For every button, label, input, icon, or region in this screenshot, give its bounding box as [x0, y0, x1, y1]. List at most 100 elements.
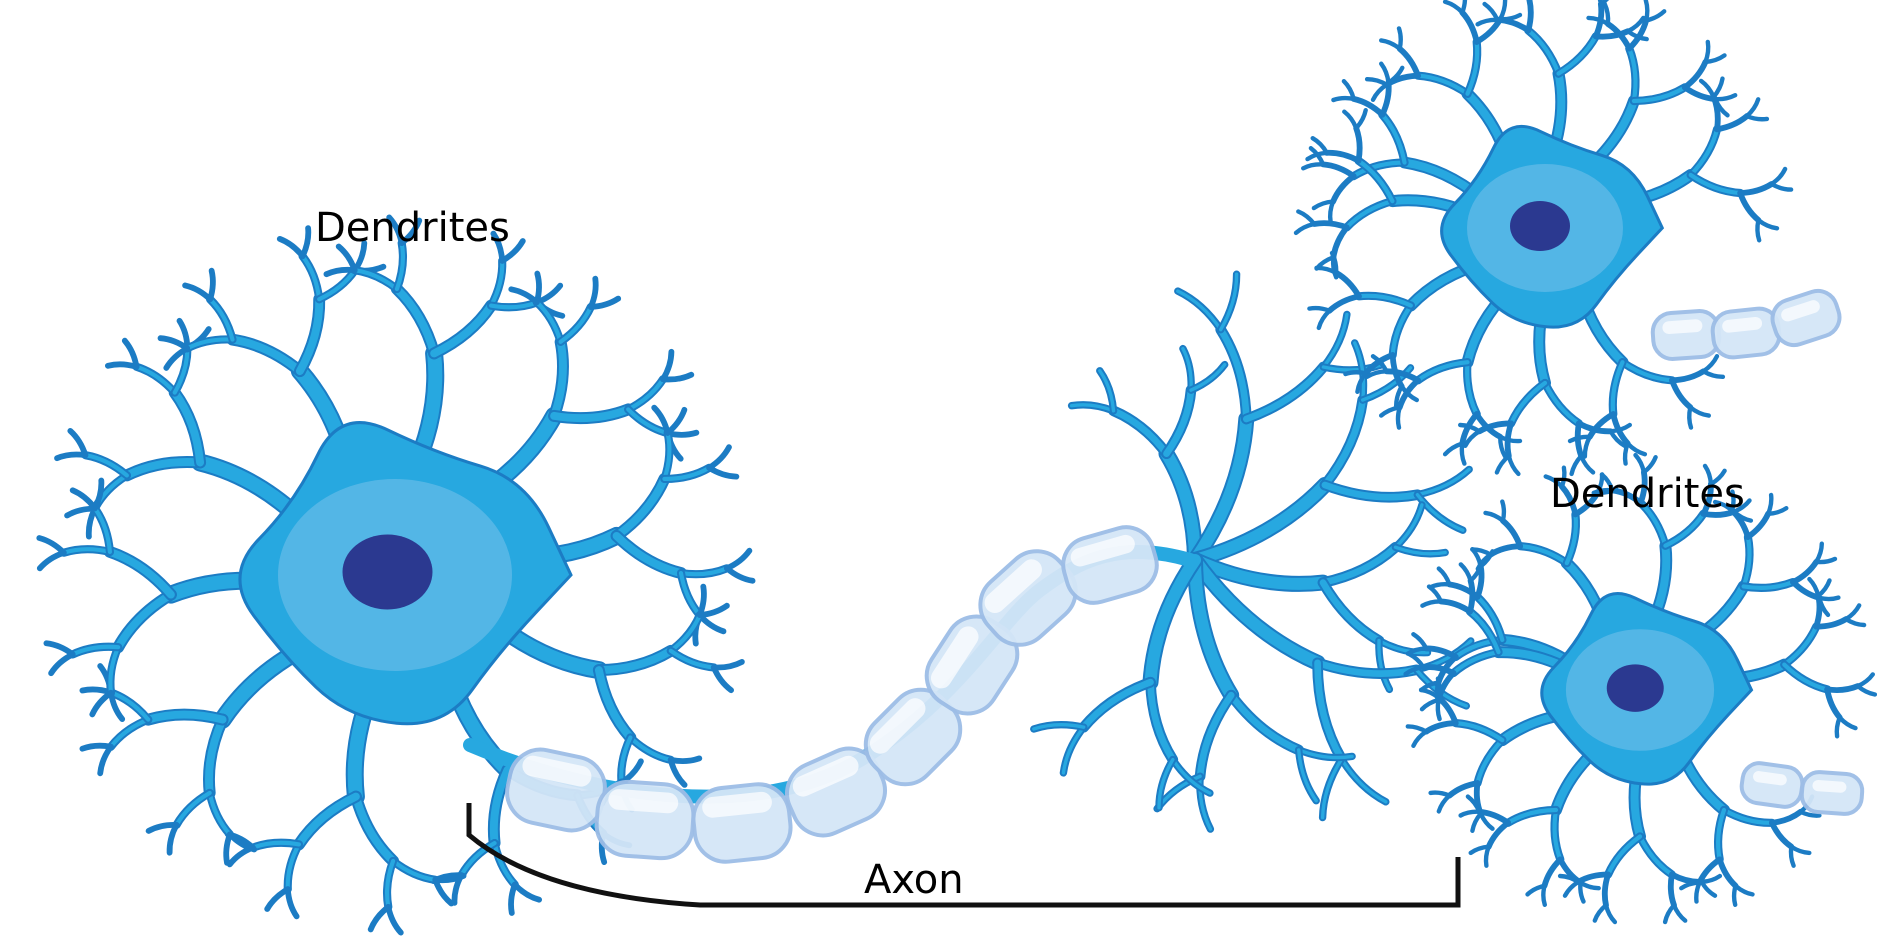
- upper-right-dendrite-7-b-a-b: [1497, 456, 1509, 472]
- main-nucleus: [343, 535, 433, 610]
- upper-right-dendrite-0-a-a: [1333, 176, 1354, 201]
- main-dendrite-9-b-a-a: [40, 553, 64, 569]
- upper-right-dendrite-7-b-a-a: [1509, 456, 1519, 474]
- upper-right-dendrite-6-b-a-a: [1398, 407, 1400, 427]
- main-dendrite-4-b-a-b: [727, 568, 753, 581]
- upper-right-dendrite-2-a-a: [1497, 20, 1528, 31]
- lower-right-dendrite-4-b-b: [1827, 689, 1840, 717]
- main-dendrite-7-b-a-b: [267, 889, 288, 909]
- upper-right-dendrite-4-a-a-b: [1714, 79, 1723, 97]
- lower-right-dendrite-5-b-a: [1426, 723, 1456, 732]
- lower-right-myelin-0-body: [1740, 761, 1805, 809]
- upper-right-dendrite-1-b-a-a: [1445, 2, 1462, 13]
- main-dendrite-8-b-a-a: [100, 747, 111, 774]
- myelin-segment-0-body: [501, 744, 610, 836]
- lower-right-nucleus: [1607, 664, 1664, 712]
- axon-terminal-2-b-a: [1417, 469, 1469, 494]
- upper-right-dendrite-8-a-b-a: [1690, 407, 1709, 415]
- upper-right-dendrite-9-b-a-a: [1308, 153, 1327, 159]
- upper-right-dendrite-0-a-b-a: [1303, 164, 1323, 168]
- axon-terminal-2-a-core: [1325, 400, 1363, 485]
- main-dendrite-9-a-b-b: [46, 643, 72, 654]
- axon-terminal-6-core: [1151, 560, 1196, 682]
- main-dendrite-1-b-a-b: [303, 228, 309, 256]
- main-dendrite-6-b-a-b: [511, 885, 515, 913]
- upper-right-dendrite-4-b-b: [1740, 193, 1758, 220]
- main-dendrite-3-b-core: [554, 409, 628, 418]
- upper-right-myelin-0-body: [1651, 310, 1720, 360]
- axon-label: Axon: [864, 860, 964, 900]
- main-dendrite-4-b-b-a: [700, 615, 724, 631]
- lower-right-dendrite-5-a-b-a: [1439, 796, 1450, 812]
- lower-right-dendrite-2-a-b-a: [1636, 455, 1644, 472]
- upper-right-dendrite-8-a-a-a: [1703, 356, 1717, 371]
- upper-right-dendrite-1-b-b-a: [1500, 0, 1505, 19]
- lower-right-dendrite-7-b-a: [1605, 875, 1608, 906]
- upper-right-dendrite-4-a-a: [1714, 97, 1718, 129]
- lower-right-dendrite-8-b-a: [1720, 859, 1736, 885]
- main-dendrite-3-a-b-a: [591, 279, 596, 307]
- lower-right-dendrite-3-b-b-a: [1819, 598, 1838, 599]
- lower-right-dendrite-5-a-b: [1449, 783, 1477, 796]
- upper-right-nucleus: [1510, 201, 1570, 251]
- lower-right-dendrite-9-a-a-a: [1438, 700, 1440, 719]
- lower-right-dendrite-4-a-b-b: [1846, 619, 1864, 625]
- main-dendrite-9-a-a-b: [92, 693, 111, 715]
- main-dendrite-0-b-a-a: [108, 364, 137, 366]
- lower-right-dendrite-7-a-b-b: [1665, 905, 1674, 922]
- lower-right-dendrite-7-a-b-a: [1674, 905, 1685, 920]
- axon-terminal-1-b-core: [1246, 367, 1323, 419]
- upper-right-dendrite-4-b-b-a: [1758, 220, 1777, 228]
- lower-right-dendrite-5-b-a-a: [1413, 732, 1426, 746]
- upper-right-dendrite-9-a-b: [1314, 223, 1347, 227]
- main-dendrite-0-a-b-b: [70, 431, 85, 455]
- upper-right-myelin-2: [1768, 286, 1845, 350]
- main-dendrite-8-a-b-a: [170, 825, 177, 853]
- lower-right-dendrite-7-b-a-a: [1606, 905, 1615, 922]
- upper-right-dendrite-9-a-b-b: [1298, 212, 1314, 225]
- main-dendrite-5-a-a-a: [700, 587, 704, 615]
- main-dendrite-9-a-b-a: [51, 654, 73, 673]
- upper-right-dendrite-5-b-a-a: [1319, 311, 1330, 328]
- lower-right-dendrite-8-b-a-a: [1736, 886, 1753, 895]
- lower-right-dendrite-5-a-b-b: [1431, 793, 1450, 796]
- upper-right-myelin-0: [1651, 310, 1720, 360]
- lower-right-dendrite-8-a-a: [1772, 812, 1801, 823]
- upper-right-dendrite-2-a-a-b: [1485, 4, 1498, 20]
- upper-right-dendrite-4-a-b-b: [1747, 116, 1767, 119]
- lower-right-dendrite-0-a-b-b: [1413, 634, 1426, 648]
- lower-right-dendrite-1-a-b: [1503, 521, 1520, 547]
- lower-right-dendrite-4-b-a: [1827, 686, 1858, 690]
- main-dendrite-1-a-b-b: [210, 271, 213, 300]
- lower-right-dendrite-8-a-b-a: [1791, 847, 1809, 853]
- axon-terminal-2-b-b: [1417, 495, 1462, 531]
- upper-right-dendrite-8-b-b-a: [1585, 437, 1590, 457]
- upper-right-dendrite-4-b-a: [1740, 184, 1771, 193]
- lower-right-dendrite-1-a-b-a: [1486, 513, 1503, 521]
- upper-right-dendrite-8-a-b-b: [1689, 407, 1691, 427]
- lower-right-dendrite-8-a-b: [1772, 823, 1791, 847]
- lower-right-dendrite-6-a-b: [1545, 859, 1561, 885]
- lower-right-dendrite-1-a-b-b: [1502, 502, 1504, 521]
- lower-right-dendrite-9-b-a-a: [1422, 601, 1441, 605]
- axon-terminal-1-a-a: [1178, 291, 1221, 330]
- main-dendrite-4-a-a-b: [668, 410, 685, 433]
- main-dendrite-1-a-b-a: [185, 285, 210, 299]
- main-dendrite-8-a-a-b: [226, 834, 230, 862]
- upper-right-dendrite-9-a-a: [1333, 227, 1346, 257]
- upper-right-dendrite-0-b-b-a: [1381, 64, 1388, 83]
- upper-right-dendrite-3-b-a-a: [1705, 42, 1708, 62]
- upper-right-dendrite-4-b-a-a: [1772, 169, 1786, 184]
- upper-right-dendrite-8-b-a-a: [1628, 444, 1645, 455]
- upper-right-dendrite-3-a-b-a: [1646, 0, 1648, 20]
- main-dendrite-4-a-b-b: [709, 468, 736, 477]
- axon-terminal-5-a-core: [1231, 695, 1299, 750]
- upper-right-dendrite-1-a-a-b: [1367, 79, 1387, 85]
- upper-right-dendrite-0-a-a-a: [1330, 202, 1333, 222]
- upper-right-dendrite-1-b-a-b: [1462, 0, 1465, 13]
- main-dendrite-5-a-b-a: [714, 662, 742, 668]
- axon-terminal-3-a-core: [1323, 547, 1396, 582]
- lower-right-dendrite-5-b-a-b: [1408, 726, 1426, 731]
- upper-right-dendrite-1-a-a: [1387, 76, 1418, 85]
- upper-right-dendrite-0-a-b: [1323, 164, 1354, 176]
